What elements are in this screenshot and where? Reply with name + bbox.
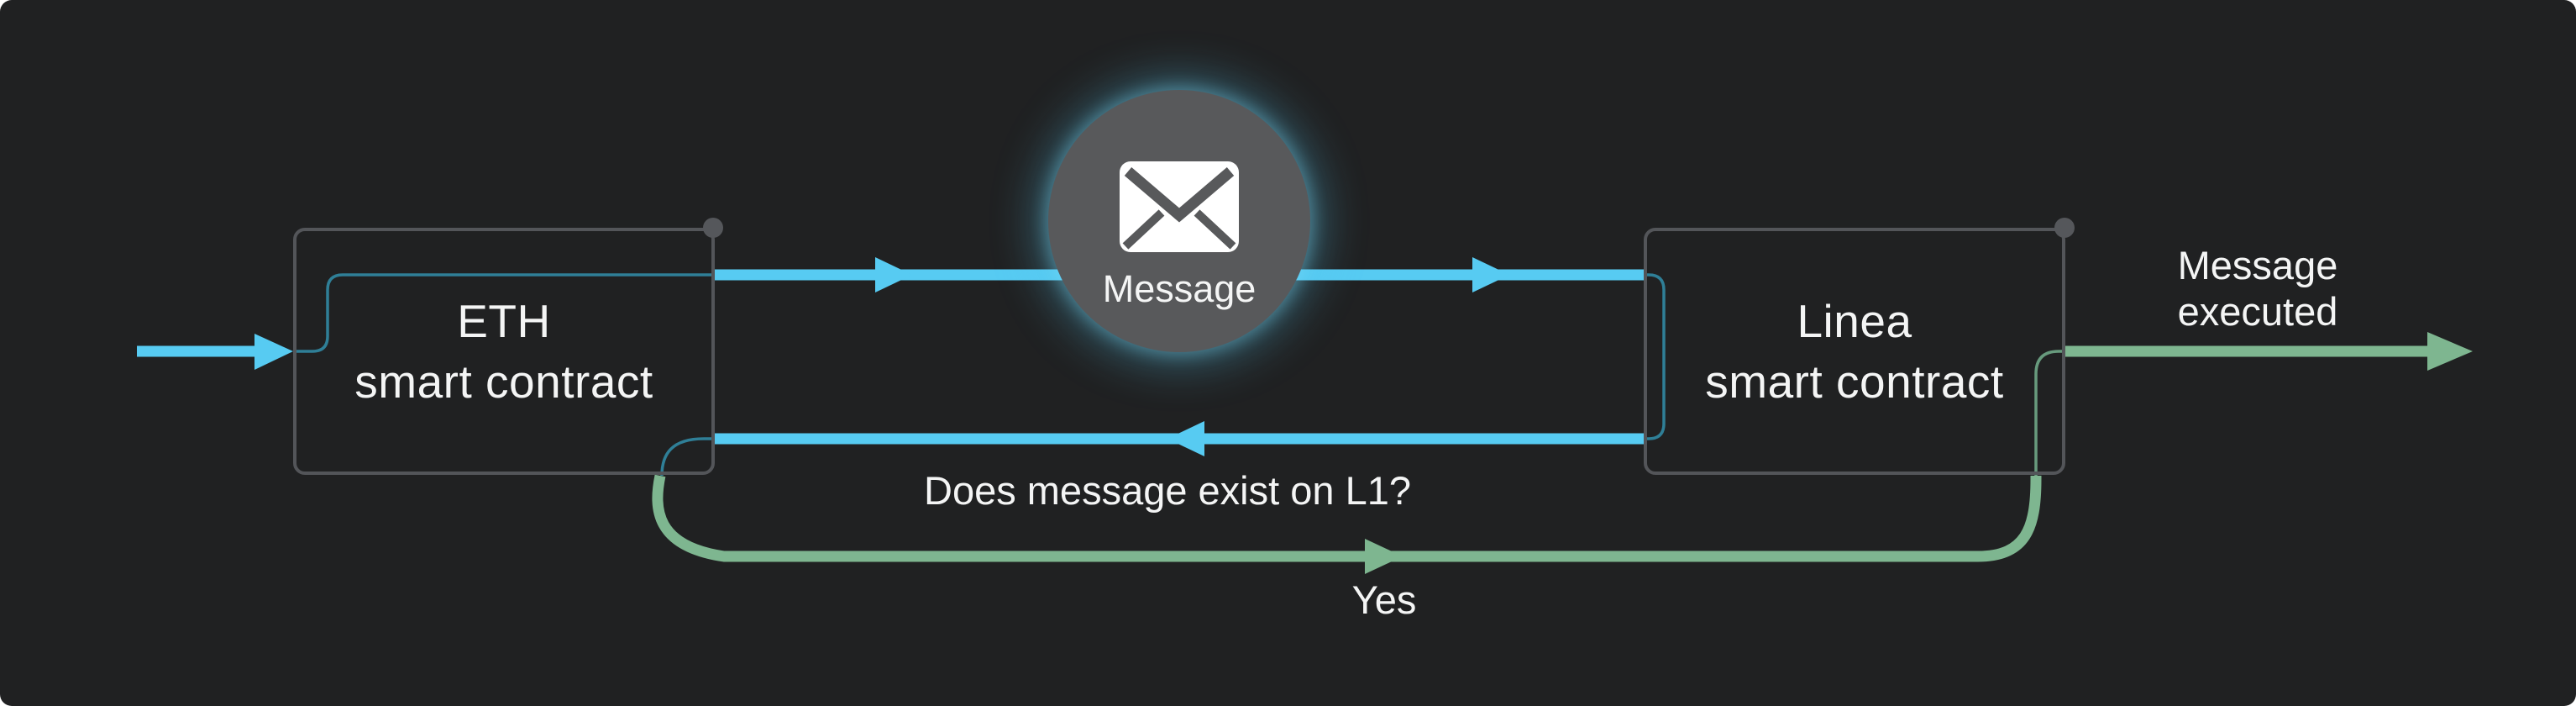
arrow-right-icon xyxy=(1365,539,1403,574)
linea-contract-label-line2: smart contract xyxy=(1705,356,2004,408)
executed-label-line1: Message xyxy=(2177,243,2338,287)
linea-green-route-line xyxy=(2034,350,2065,476)
flow-yes-loop-line xyxy=(652,474,2042,562)
eth-contract-label-line2: smart contract xyxy=(354,356,653,408)
linea-internal-route-line xyxy=(1645,273,1666,440)
arrow-right-icon xyxy=(254,334,293,370)
executed-label: Message executed xyxy=(2132,242,2384,335)
question-label: Does message exist on L1? xyxy=(924,468,1411,513)
message-node: Message xyxy=(1048,90,1310,352)
eth-internal-route-line xyxy=(294,273,714,353)
linea-contract-node: Linea smart contract xyxy=(1644,228,2065,475)
envelope-icon xyxy=(1120,161,1239,252)
linea-contract-label-line1: Linea xyxy=(1797,295,1912,347)
executed-label-line2: executed xyxy=(2177,289,2338,334)
arrow-right-icon xyxy=(2427,332,2473,371)
message-node-label: Message xyxy=(1102,267,1257,310)
arrow-right-icon xyxy=(1472,257,1509,292)
connector-dot xyxy=(2054,218,2075,238)
eth-contract-node: ETH smart contract xyxy=(293,228,715,475)
eth-bottom-route-line xyxy=(660,437,715,477)
arrow-left-icon xyxy=(1167,421,1204,456)
eth-contract-label-line1: ETH xyxy=(457,295,551,347)
arrow-right-icon xyxy=(875,257,912,292)
yes-label: Yes xyxy=(1351,577,1417,622)
connector-dot xyxy=(703,218,723,238)
